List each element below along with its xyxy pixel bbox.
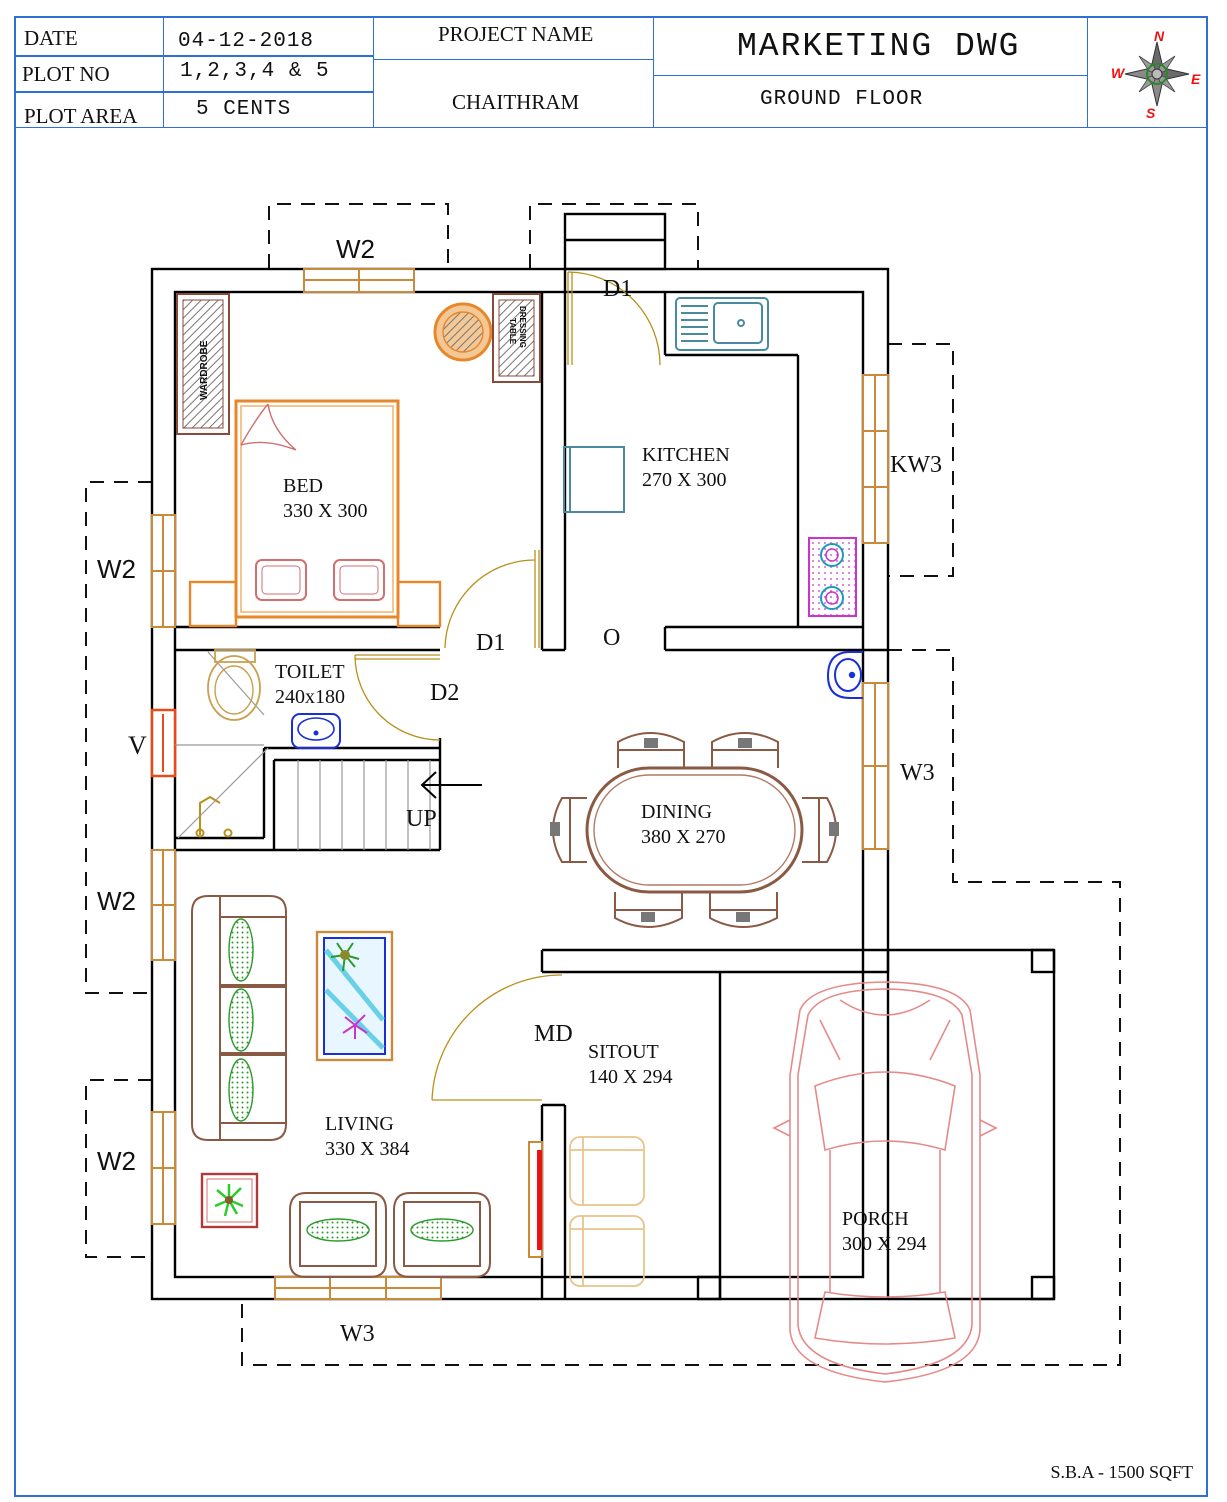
bed-label: BED <box>283 475 323 497</box>
staircase <box>297 760 431 850</box>
dining-table <box>585 766 804 894</box>
table-label: TABLE <box>508 318 517 345</box>
window-kw3: KW3 <box>890 452 942 478</box>
plot-area-label: PLOT AREA <box>24 104 138 128</box>
compass-n: N <box>1154 28 1165 44</box>
stair-up: UP <box>406 806 437 832</box>
car <box>772 981 998 1383</box>
toilet-size: 240x180 <box>275 686 345 708</box>
sitout-chairs <box>569 1136 645 1287</box>
sitout-size: 140 X 294 <box>588 1066 672 1088</box>
compass-s: S <box>1146 105 1156 121</box>
tv-unit <box>528 1141 543 1258</box>
door-d1-kitchen: D1 <box>603 276 632 302</box>
window-w2-left-3: W2 <box>97 1146 136 1176</box>
kitchen-label: KITCHEN <box>642 444 730 466</box>
window-w3-bottom: W3 <box>340 1321 375 1347</box>
center-table <box>315 930 394 1062</box>
wardrobe <box>176 293 230 435</box>
bed-furniture <box>188 399 442 628</box>
hob <box>808 537 857 617</box>
porch-size: 300 X 294 <box>842 1233 926 1255</box>
porch-label: PORCH <box>842 1208 909 1230</box>
dining-chairs <box>550 732 839 928</box>
drawing-frame <box>14 16 1208 1497</box>
wash-basin <box>826 651 863 699</box>
window-w2-top: W2 <box>336 234 375 264</box>
window-w2-left-2: W2 <box>97 886 136 916</box>
compass-e: E <box>1191 71 1201 87</box>
plot-area-value: 5 CENTS <box>196 98 292 121</box>
armchairs <box>289 1192 491 1278</box>
title-block-cell <box>1087 16 1208 128</box>
wardrobe-label: WARDROBE <box>199 340 210 400</box>
opening-o: O <box>603 625 620 651</box>
kitchen-sink <box>675 297 769 351</box>
living-size: 330 X 384 <box>325 1138 409 1160</box>
toilet-fixtures <box>175 649 341 839</box>
living-label: LIVING <box>325 1113 394 1135</box>
dining-size: 380 X 270 <box>641 826 725 848</box>
compass-icon: N S W E <box>1111 28 1201 121</box>
toilet-label: TOILET <box>275 661 345 683</box>
door-d1-bed: D1 <box>476 630 505 656</box>
project-name-label: PROJECT NAME <box>438 22 594 46</box>
bed-size: 330 X 300 <box>283 500 367 522</box>
refrigerator <box>563 446 625 513</box>
stair-arrow-icon <box>420 771 482 799</box>
plot-no-value: 1,2,3,4 & 5 <box>180 60 330 83</box>
floor-name: GROUND FLOOR <box>760 88 924 111</box>
sofa-three-seater <box>191 895 287 1141</box>
door-swings <box>354 271 661 1101</box>
stool <box>433 302 493 362</box>
main-door-md: MD <box>534 1021 573 1047</box>
plant-pot <box>200 1172 259 1229</box>
plot-no-label: PLOT NO <box>22 62 110 86</box>
dressing-table <box>492 293 541 383</box>
date-value: 04-12-2018 <box>178 30 315 53</box>
kitchen-size: 270 X 300 <box>642 469 726 491</box>
window-w3-right: W3 <box>900 760 935 786</box>
dressing-label: DRESSING <box>518 306 527 348</box>
dashed-outlines <box>85 203 1121 1366</box>
project-name-value: CHAITHRAM <box>452 90 580 114</box>
windows <box>151 268 889 1300</box>
window-w2-left-1: W2 <box>97 554 136 584</box>
sba-area: S.B.A - 1500 SQFT <box>1050 1462 1193 1482</box>
compass-w: W <box>1111 65 1126 81</box>
sitout-label: SITOUT <box>588 1041 659 1063</box>
dining-label: DINING <box>641 801 712 823</box>
drawing-title: MARKETING DWG <box>737 28 1021 65</box>
door-d2: D2 <box>430 680 459 706</box>
date-label: DATE <box>24 26 78 50</box>
ventilator-v: V <box>128 731 147 760</box>
